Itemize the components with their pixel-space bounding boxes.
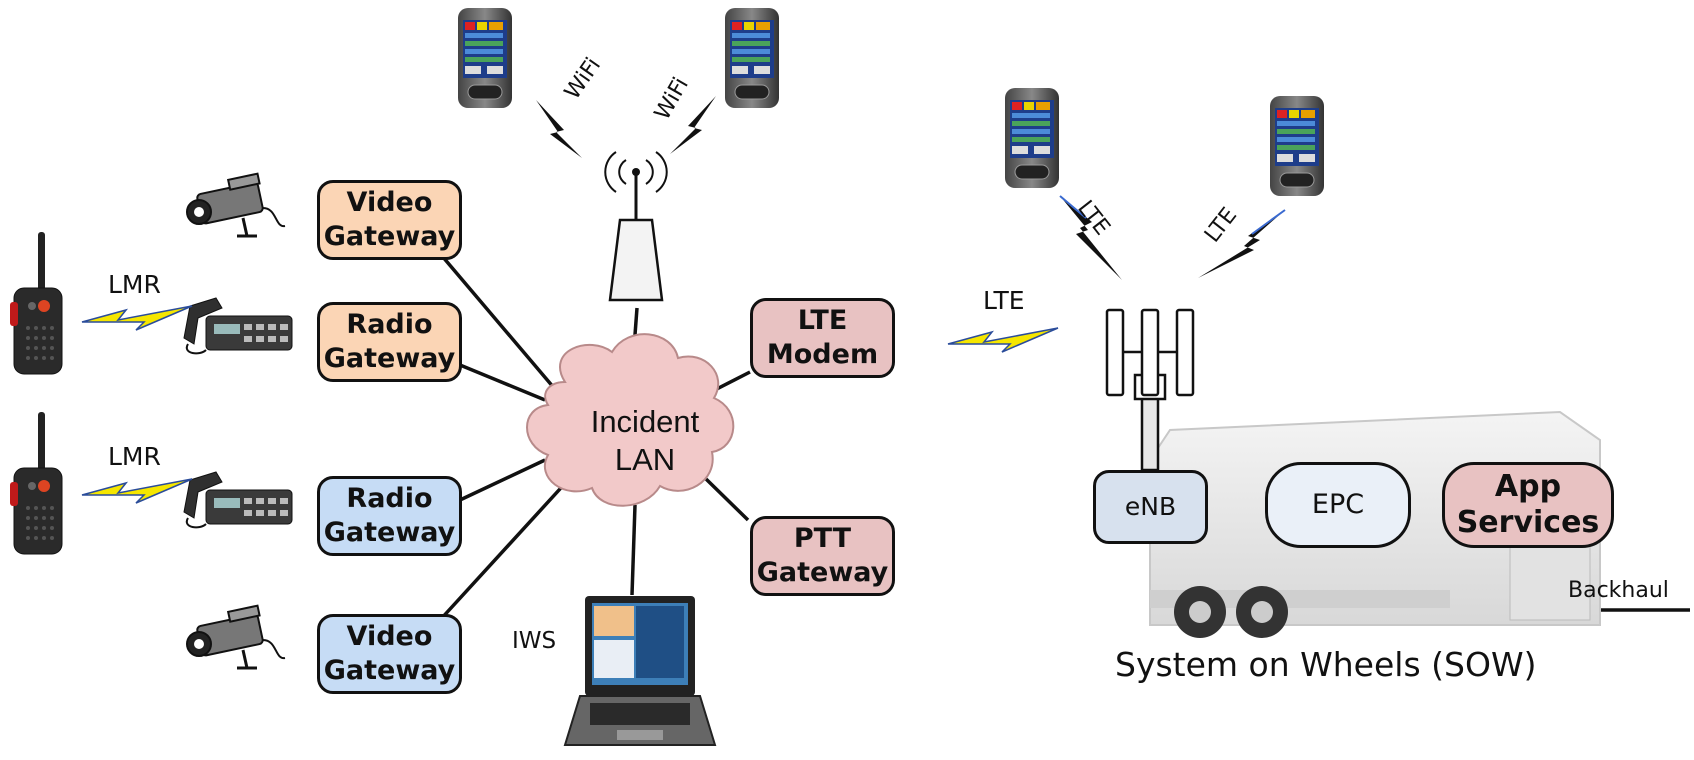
mobile-radio-icon-top xyxy=(183,297,293,355)
iws-label: IWS xyxy=(512,628,557,654)
enb-box[interactable]: eNB xyxy=(1093,470,1208,544)
video-gateway-top[interactable]: Video Gateway xyxy=(317,180,462,260)
radio-gateway-top-label: Radio Gateway xyxy=(323,309,456,374)
lightning-bolt-icon-lte-left xyxy=(1059,195,1122,280)
incident-lan-label: Incident LAN xyxy=(590,404,700,477)
epc-box[interactable]: EPC xyxy=(1265,462,1411,548)
laptop-icon xyxy=(563,596,717,746)
lte-modem-link-label: LTE xyxy=(983,286,1025,315)
handheld-radio-icon-top xyxy=(9,231,63,375)
ptt-gateway-label: PTT Gateway xyxy=(756,523,889,588)
enb-label: eNB xyxy=(1124,492,1177,521)
lightning-bolt-icon-lte-modem xyxy=(947,327,1059,353)
handheld-radio-icon-bottom xyxy=(9,411,63,555)
smartphone-icon-wifi-left xyxy=(457,7,513,109)
lte-modem-label: LTE Modem xyxy=(766,305,879,370)
radio-gateway-bottom[interactable]: Radio Gateway xyxy=(317,476,462,556)
mobile-radio-icon-bottom xyxy=(183,471,293,529)
epc-label: EPC xyxy=(1311,489,1365,520)
backhaul-label: Backhaul xyxy=(1568,578,1669,603)
video-gateway-bottom[interactable]: Video Gateway xyxy=(317,614,462,694)
smartphone-icon-lte-left xyxy=(1004,87,1060,189)
radio-gateway-top[interactable]: Radio Gateway xyxy=(317,302,462,382)
security-camera-icon-top xyxy=(185,172,287,238)
incident-lan-cloud xyxy=(526,333,735,507)
sow-caption: System on Wheels (SOW) xyxy=(1115,645,1537,684)
security-camera-icon-bottom xyxy=(185,604,287,670)
lmr-label-top: LMR xyxy=(108,270,161,299)
lightning-bolt-icon-lte-right xyxy=(1198,209,1286,278)
app-services-box[interactable]: App Services xyxy=(1442,462,1614,548)
lightning-bolt-icon-wifi-left xyxy=(536,100,582,158)
lte-modem-box[interactable]: LTE Modem xyxy=(750,298,895,378)
smartphone-icon-wifi-right xyxy=(724,7,780,109)
lightning-bolt-icon-lmr-bottom xyxy=(81,478,193,504)
video-gateway-bottom-label: Video Gateway xyxy=(323,621,456,686)
ptt-gateway-box[interactable]: PTT Gateway xyxy=(750,516,895,596)
cell-tower-icon xyxy=(1105,308,1195,472)
wifi-antenna-icon xyxy=(604,151,668,302)
lmr-label-bottom: LMR xyxy=(108,442,161,471)
video-gateway-top-label: Video Gateway xyxy=(323,187,456,252)
lightning-bolt-icon-lmr-top xyxy=(81,305,193,331)
smartphone-icon-lte-right xyxy=(1269,95,1325,197)
app-services-label: App Services xyxy=(1456,469,1600,540)
radio-gateway-bottom-label: Radio Gateway xyxy=(323,483,456,548)
